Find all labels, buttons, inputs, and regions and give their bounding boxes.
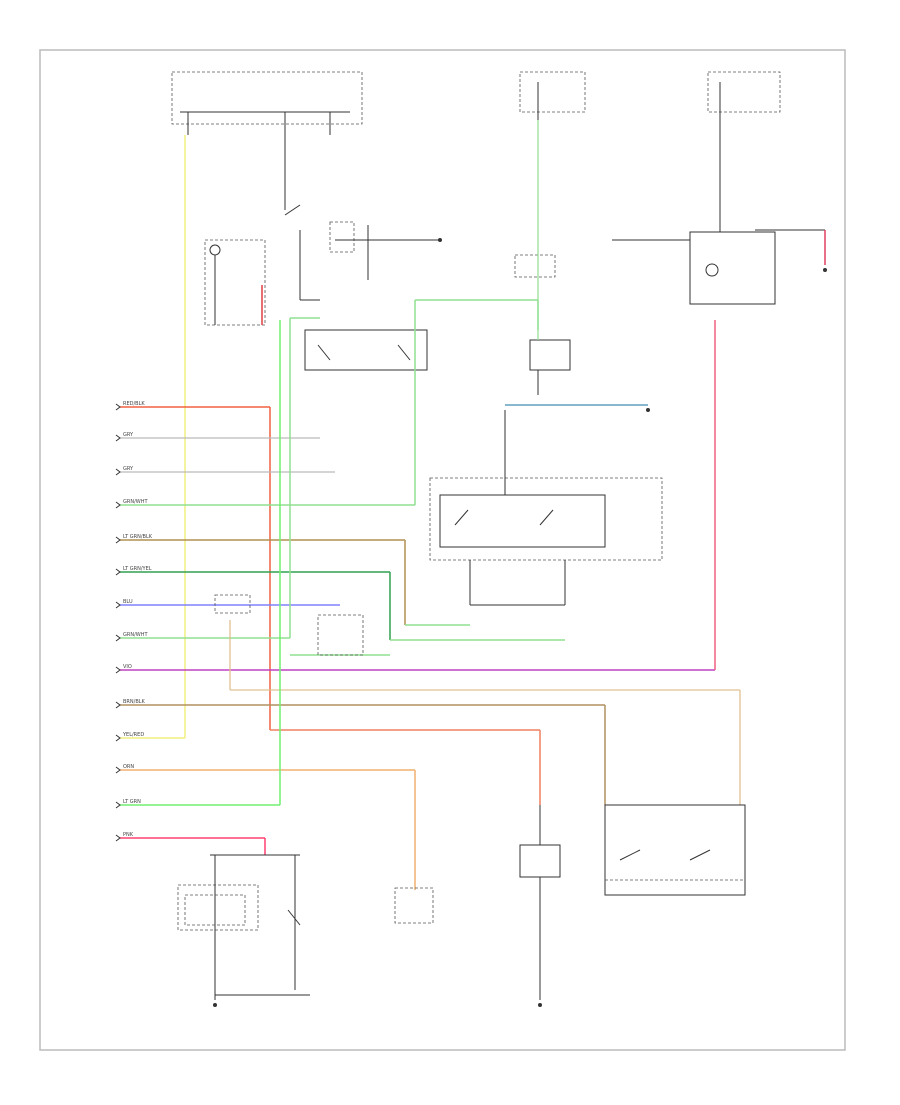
cruise-module-bottom (604, 804, 746, 896)
wire-label: GRN/WHT (123, 632, 148, 638)
wire-label: PNK (123, 832, 134, 838)
cruise-main-switch (304, 329, 428, 371)
cruise-lamp-right (612, 120, 826, 305)
wire-label: LT GRN/YEL (123, 566, 152, 572)
terminal-12: ORN (115, 764, 134, 774)
terminal-6: LT GRN/YEL (115, 566, 152, 576)
fuse-box-center (519, 71, 586, 120)
brake-switch (284, 140, 440, 301)
terminal-7: BLU (115, 599, 133, 609)
ground-symbols (213, 238, 827, 1007)
wire-label: BLU (123, 599, 133, 605)
wire-bundle (120, 135, 741, 890)
wire-label: ORN (123, 764, 134, 770)
wire-label: GRN/WHT (123, 499, 148, 505)
terminal-13: LT GRN (115, 799, 141, 809)
cruise-control-switch (177, 854, 310, 1000)
wire-label: GRY (123, 432, 134, 438)
fuse-box-right (707, 71, 781, 120)
wire-label: VIO (123, 664, 132, 670)
wire-label: LT GRN (123, 799, 141, 805)
wire-label: RED/BLK (123, 401, 145, 407)
wire-label: BRN/BLK (123, 699, 146, 705)
clutch-switch (519, 805, 561, 1000)
cruise-actuator (394, 887, 434, 924)
left-terminal-connectors: RED/BLK GRY GRY GRN/WHT LT GRN/BLK LT GR… (115, 401, 153, 842)
terminal-11: YEL/RED (115, 732, 144, 742)
wire-label: LT GRN/BLK (123, 534, 153, 540)
diode-block (514, 120, 571, 395)
terminal-9: VIO (115, 664, 132, 674)
terminal-14: PNK (115, 832, 134, 842)
diagram-border (39, 49, 846, 1051)
terminal-3: GRY (115, 466, 134, 476)
terminal-8: GRN/WHT (115, 632, 148, 642)
terminal-2: GRY (115, 432, 134, 442)
vss-connector (214, 594, 364, 656)
terminal-1: RED/BLK (115, 401, 145, 411)
cruise-lamp-left (204, 239, 266, 326)
terminal-4: GRN/WHT (115, 499, 148, 509)
wire-label: GRY (123, 466, 134, 472)
cruise-control-module (429, 410, 663, 606)
fuse-box-left (171, 71, 363, 140)
terminal-10: BRN/BLK (115, 699, 146, 709)
wire-label: YEL/RED (122, 732, 144, 738)
terminal-5: LT GRN/BLK (115, 534, 153, 544)
